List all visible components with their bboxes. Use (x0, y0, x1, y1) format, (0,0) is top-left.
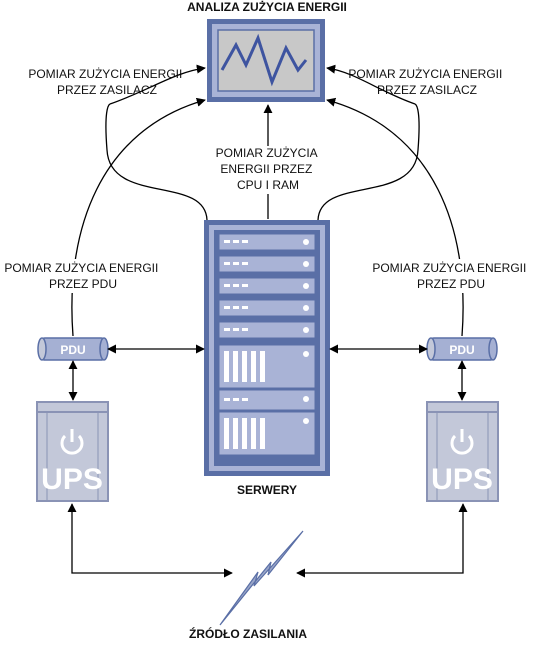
server-slot (218, 255, 316, 273)
ups-power-arrow-right (296, 503, 468, 578)
pdu-label-right: POMIAR ZUŻYCIA ENERGII PRZEZ PDU (372, 261, 529, 291)
ups-power-arrow-left (67, 503, 233, 578)
server-rack-icon (204, 220, 330, 476)
server-slot (218, 389, 316, 411)
pdu-curve-left (71, 97, 206, 337)
power-source-label: ŹRÓDŁO ZASILANIA (189, 626, 307, 641)
psu-curve-right (317, 103, 420, 221)
svg-text:UPS: UPS (431, 463, 493, 496)
ups-left-icon: UPS (36, 401, 109, 502)
pdu-curve-right (326, 97, 464, 337)
psu-curve-left (105, 103, 208, 221)
svg-text:PDU: PDU (60, 343, 85, 357)
svg-text:POMIAR ZUŻYCIA ENERGII PRZ: POMIAR ZUŻYCIA ENERGII PRZEZ CPU I RAM (216, 146, 321, 192)
power-icon (450, 429, 474, 455)
pdu-left-icon: PDU (37, 337, 109, 361)
server-slot (218, 321, 316, 339)
pdu-label-left: POMIAR ZUŻYCIA ENERGII PRZEZ PDU (4, 261, 161, 291)
servers-label: SERWERY (237, 483, 297, 497)
server-slot (218, 299, 316, 317)
psu-label-left: POMIAR ZUŻYCIA ENERGII PRZEZ ZASILACZ (28, 67, 185, 97)
server-slot (218, 233, 316, 251)
lightning-bolt-icon (219, 530, 304, 626)
diagram-title: ANALIZA ZUŻYCIA ENERGII (187, 0, 347, 14)
svg-text:PDU: PDU (449, 343, 474, 357)
server-slot (218, 277, 316, 295)
power-icon (60, 429, 84, 455)
psu-label-right: POMIAR ZUŻYCIA ENERGII PRZEZ ZASILACZ (348, 67, 505, 97)
ups-right-icon: UPS (426, 401, 499, 502)
pdu-right-icon: PDU (426, 337, 498, 361)
monitor-icon (207, 19, 325, 102)
svg-text:UPS: UPS (41, 463, 103, 496)
